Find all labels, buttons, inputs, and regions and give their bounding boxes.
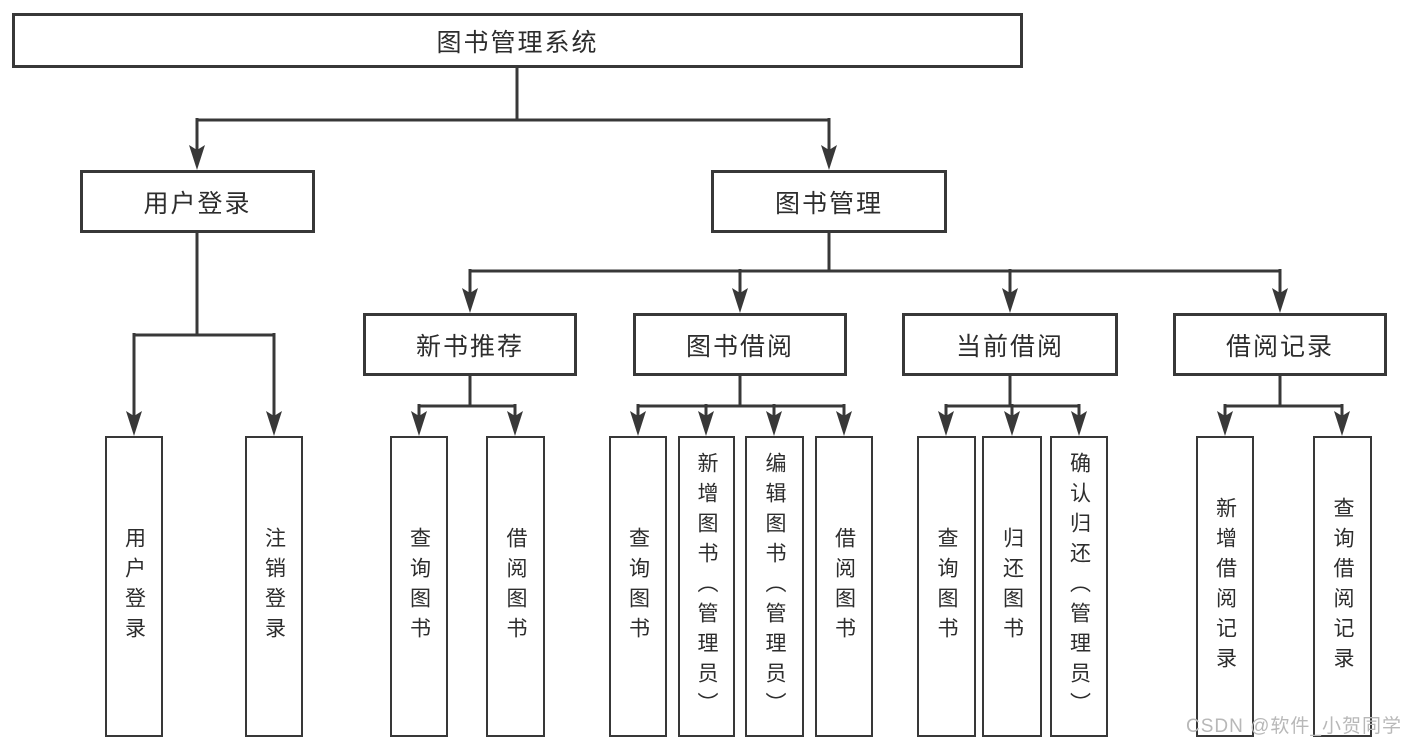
leaf-logout-login: 注销登录 xyxy=(245,436,303,737)
leaf-query-books-borrowing: 查询图书 xyxy=(609,436,667,737)
node-borrow-records-label: 借阅记录 xyxy=(1225,332,1334,361)
leaf-borrow-books-recommend: 借阅图书 xyxy=(486,436,545,737)
leaf-edit-books-admin: 编辑图书（管理员） xyxy=(745,436,804,737)
leaf-query-books-recommend: 查询图书 xyxy=(390,436,448,737)
node-user-login: 用户登录 xyxy=(80,170,315,233)
leaf-query-borrow-record-label: 查询借阅记录 xyxy=(1331,496,1354,677)
leaf-borrow-books-borrowing-label: 借阅图书 xyxy=(832,526,856,647)
node-book-management-label: 图书管理 xyxy=(774,189,883,218)
leaf-user-login: 用户登录 xyxy=(105,436,163,737)
node-root-label: 图书管理系统 xyxy=(436,28,599,57)
leaf-edit-books-admin-label: 编辑图书（管理员） xyxy=(763,451,786,722)
leaf-logout-login-label: 注销登录 xyxy=(262,526,286,647)
node-borrow-records: 借阅记录 xyxy=(1173,313,1387,376)
edges-current-borrowing-to-leaves xyxy=(938,374,1087,436)
leaf-add-books-admin: 新增图书（管理员） xyxy=(678,436,735,737)
edges-new-book-recommend-to-leaves xyxy=(411,374,523,436)
node-book-borrowing: 图书借阅 xyxy=(633,313,847,376)
leaf-user-login-label: 用户登录 xyxy=(122,526,146,647)
node-current-borrowing-label: 当前借阅 xyxy=(955,332,1064,361)
node-book-borrowing-label: 图书借阅 xyxy=(685,332,794,361)
edges-user-login-to-leaves xyxy=(126,231,282,436)
leaf-return-books: 归还图书 xyxy=(982,436,1042,737)
watermark: CSDN @软件_小贺同学 xyxy=(1186,716,1402,737)
node-book-management: 图书管理 xyxy=(711,170,947,233)
edges-borrow-records-to-leaves xyxy=(1217,374,1350,436)
node-current-borrowing: 当前借阅 xyxy=(902,313,1118,376)
leaf-return-books-label: 归还图书 xyxy=(1000,526,1024,647)
edges-root-to-level2 xyxy=(189,67,837,170)
edges-book-management-to-level3 xyxy=(462,231,1288,313)
leaf-add-borrow-record: 新增借阅记录 xyxy=(1196,436,1254,737)
leaf-query-books-recommend-label: 查询图书 xyxy=(407,526,431,647)
leaf-borrow-books-borrowing: 借阅图书 xyxy=(815,436,873,737)
leaf-confirm-return-admin: 确认归还（管理员） xyxy=(1050,436,1108,737)
leaf-confirm-return-admin-label: 确认归还（管理员） xyxy=(1067,451,1091,722)
edges-book-borrowing-to-leaves xyxy=(630,374,852,436)
node-root: 图书管理系统 xyxy=(12,13,1023,68)
leaf-query-books-borrowing-label: 查询图书 xyxy=(626,526,650,647)
node-user-login-label: 用户登录 xyxy=(143,189,252,218)
node-new-book-recommend: 新书推荐 xyxy=(363,313,577,376)
leaf-borrow-books-recommend-label: 借阅图书 xyxy=(504,526,527,647)
node-new-book-recommend-label: 新书推荐 xyxy=(415,332,524,361)
leaf-query-books-current: 查询图书 xyxy=(917,436,976,737)
leaf-query-books-current-label: 查询图书 xyxy=(935,526,958,647)
leaf-add-books-admin-label: 新增图书（管理员） xyxy=(695,451,718,722)
leaf-add-borrow-record-label: 新增借阅记录 xyxy=(1213,496,1237,677)
leaf-query-borrow-record: 查询借阅记录 xyxy=(1313,436,1372,737)
